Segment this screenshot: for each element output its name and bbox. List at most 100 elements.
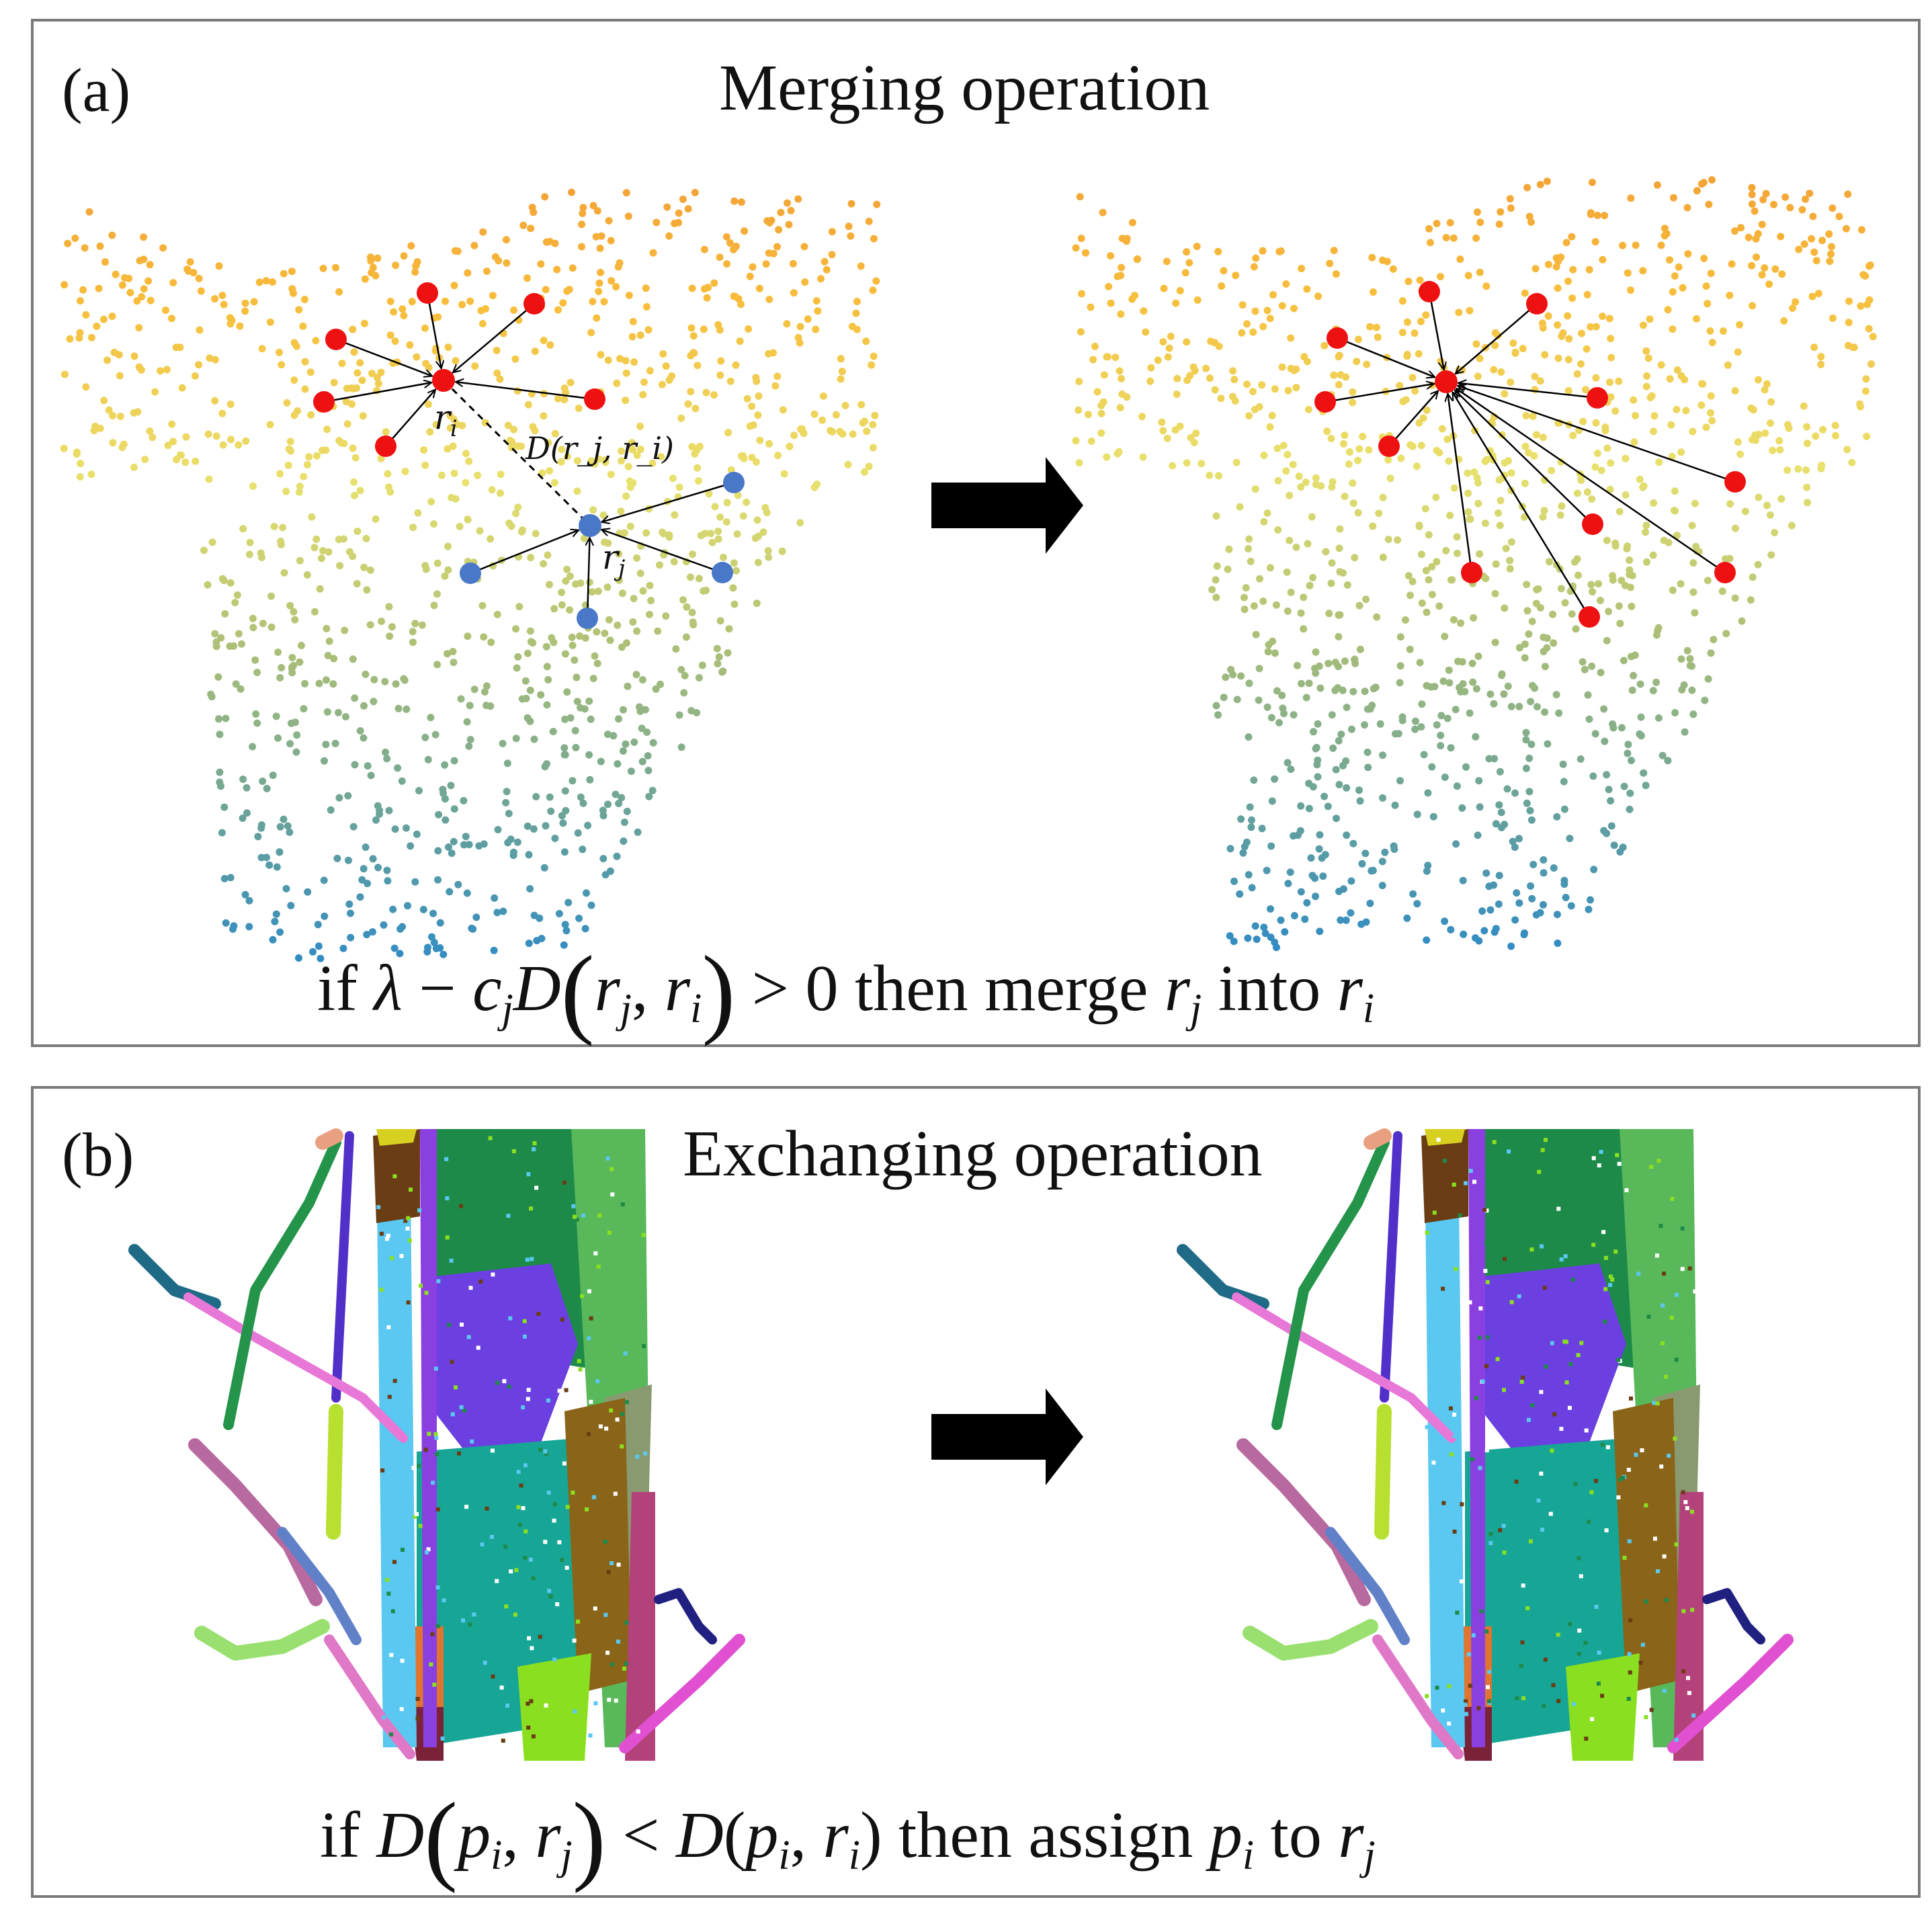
seg-speckle	[1468, 1169, 1473, 1173]
seg-speckle	[593, 1701, 598, 1706]
branch-segment	[654, 1588, 717, 1645]
cloud-point	[465, 457, 473, 465]
cloud-point	[295, 306, 303, 314]
cloud-point	[1343, 784, 1351, 792]
cloud-point	[77, 460, 85, 468]
cloud-point	[1332, 270, 1340, 278]
cloud-point	[400, 312, 408, 320]
cloud-point	[456, 522, 464, 530]
seg-speckle	[1542, 1286, 1547, 1290]
seg-speckle	[1447, 1721, 1452, 1726]
cloud-point	[1302, 694, 1310, 702]
cloud-point	[1642, 347, 1650, 355]
seg-speckle	[1468, 1683, 1472, 1688]
cloud-point	[1600, 705, 1608, 713]
cloud-point	[1803, 423, 1811, 431]
cloud-point	[1403, 914, 1411, 922]
cloud-point	[1592, 323, 1600, 331]
cloud-point	[1154, 356, 1162, 364]
point-cloud-before	[60, 188, 881, 962]
seg-speckle	[605, 1651, 610, 1655]
seg-speckle	[459, 1405, 464, 1409]
seg-speckle	[468, 1286, 473, 1290]
cloud-point	[1544, 312, 1552, 320]
seg-speckle	[522, 1334, 527, 1339]
cloud-point	[512, 735, 520, 743]
cloud-point	[1314, 756, 1322, 764]
cloud-point	[505, 810, 513, 817]
cloud-point	[606, 636, 614, 644]
cloud-point	[1450, 616, 1458, 624]
cloud-point	[1229, 367, 1237, 375]
cloud-point	[159, 244, 167, 252]
cloud-point	[462, 833, 470, 841]
cloud-point	[457, 695, 465, 703]
cloud-point	[1409, 577, 1417, 585]
seg-speckle	[522, 1319, 527, 1323]
cloud-point	[232, 680, 240, 688]
cloud-point	[391, 337, 399, 345]
cloud-point	[529, 423, 537, 431]
cloud-point	[1259, 323, 1267, 331]
seg-speckle	[401, 1548, 405, 1552]
cloud-point	[1147, 364, 1155, 372]
seg-speckle	[436, 1279, 441, 1284]
cloud-point	[466, 736, 474, 743]
seg-speckle	[417, 1208, 422, 1212]
cloud-point	[794, 195, 802, 203]
cloud-point	[173, 456, 180, 464]
seg-speckle	[1590, 1717, 1595, 1721]
cloud-point	[343, 420, 351, 428]
cloud-point	[1085, 411, 1092, 419]
cloud-point	[1749, 573, 1757, 581]
cloud-point	[1528, 681, 1536, 690]
cloud-point	[1378, 256, 1386, 264]
cloud-point	[636, 703, 643, 711]
cloud-point	[409, 524, 417, 532]
cloud-point	[1844, 190, 1852, 198]
cloud-point	[578, 243, 585, 251]
cloud-point	[1536, 181, 1544, 189]
cloud-point	[1657, 241, 1665, 249]
cloud-point	[561, 650, 569, 658]
cloud-point	[743, 498, 750, 506]
seg-speckle	[1452, 1530, 1457, 1534]
cloud-point	[311, 608, 319, 616]
cloud-point	[1795, 245, 1803, 253]
cloud-point	[436, 919, 444, 927]
cloud-point	[347, 933, 355, 942]
cloud-point	[1287, 588, 1295, 596]
cloud-point	[1719, 327, 1727, 335]
cloud-point	[755, 284, 763, 292]
cloud-point	[1800, 402, 1808, 410]
cloud-point	[668, 372, 676, 380]
cloud-point	[532, 793, 540, 800]
cloud-point	[291, 616, 299, 624]
cloud-point	[420, 446, 428, 454]
cloud-point	[338, 360, 346, 368]
seg-speckle	[615, 1417, 620, 1422]
cloud-point	[1507, 702, 1515, 710]
cloud-point	[421, 733, 429, 741]
cloud-point	[1260, 517, 1268, 526]
cloud-point	[433, 590, 441, 598]
cloud-point	[512, 509, 519, 517]
cloud-point	[82, 383, 90, 391]
cloud-point	[1247, 823, 1255, 831]
cloud-point	[433, 559, 442, 567]
seg-speckle	[1540, 1148, 1545, 1153]
cloud-point	[120, 440, 128, 448]
cloud-point	[398, 923, 407, 931]
seg-speckle	[450, 1412, 455, 1417]
seg-speckle	[1486, 1685, 1490, 1690]
cloud-point	[1486, 906, 1495, 914]
cloud-point	[589, 298, 597, 306]
cloud-point	[1509, 339, 1517, 347]
cloud-point	[594, 587, 602, 595]
seg-speckle	[1437, 1577, 1441, 1582]
cloud-point	[605, 217, 613, 224]
seg-speckle	[1517, 1294, 1521, 1298]
cloud-point	[1521, 442, 1529, 450]
cloud-point	[640, 378, 648, 386]
